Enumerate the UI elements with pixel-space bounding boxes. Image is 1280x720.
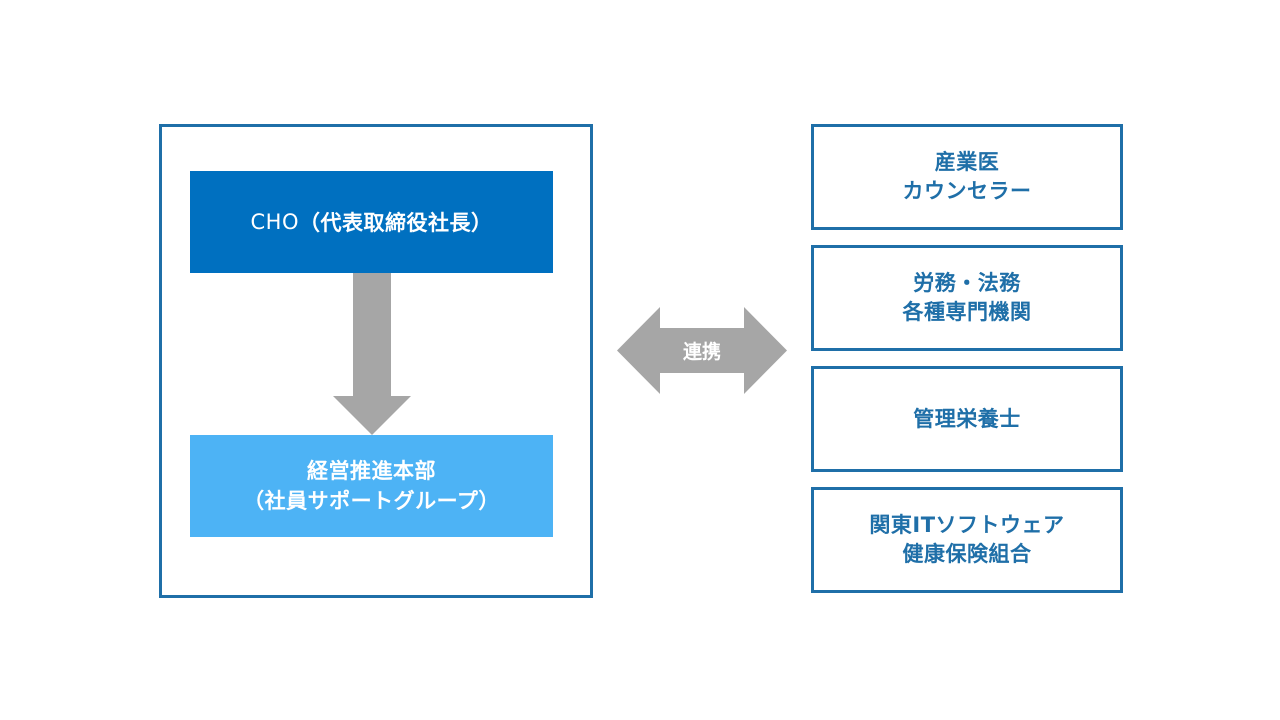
down-arrow-icon xyxy=(333,273,411,435)
department-box: 経営推進本部 （社員サポートグループ） xyxy=(190,435,553,537)
partner-line1: 管理栄養士 xyxy=(913,406,1021,431)
partner-line1: 労務・法務 xyxy=(913,271,1021,295)
cho-detail: （代表取締役社長） xyxy=(298,211,493,235)
partner-box-health-insurance: 関東ITソフトウェア 健康保険組合 xyxy=(811,487,1123,593)
partner-line2: カウンセラー xyxy=(902,179,1032,203)
link-label: 連携 xyxy=(682,341,721,363)
department-group: （社員サポートグループ） xyxy=(243,489,500,513)
partner-line2: 各種専門機関 xyxy=(902,300,1032,324)
down-arrow-shape xyxy=(333,273,411,435)
cho-title: CHO xyxy=(250,210,299,234)
partner-box-dietitian: 管理栄養士 xyxy=(811,366,1123,472)
partner-line1: 関東ITソフトウェア xyxy=(869,513,1065,537)
double-arrow-icon xyxy=(617,307,787,394)
partner-line1: 産業医 xyxy=(934,150,1000,174)
partner-line2: 健康保険組合 xyxy=(902,542,1032,566)
partner-box-occupational-physician: 産業医 カウンセラー xyxy=(811,124,1123,230)
department-name: 経営推進本部 xyxy=(307,459,436,483)
organization-frame xyxy=(159,124,593,598)
double-arrow-shape xyxy=(617,307,787,394)
cho-box: CHO （代表取締役社長） xyxy=(190,171,553,273)
partner-box-labor-legal: 労務・法務 各種専門機関 xyxy=(811,245,1123,351)
